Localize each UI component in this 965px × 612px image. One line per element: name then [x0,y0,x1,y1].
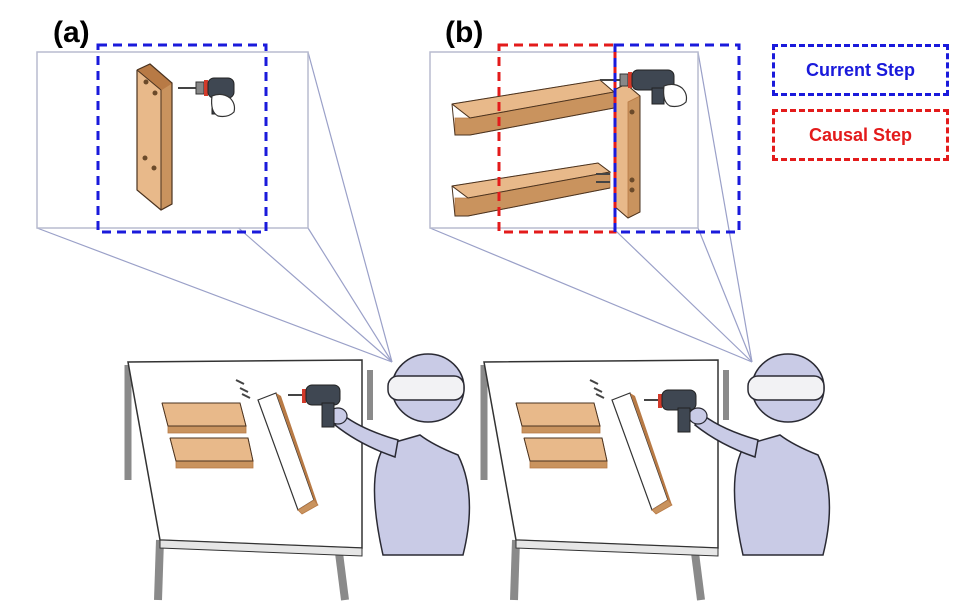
legend-causal-step: Causal Step [772,109,949,161]
screw-icon [596,173,610,183]
zoom-shelves-b [451,79,616,217]
panel-b [429,43,831,601]
vr-goggles-a [387,375,465,401]
board-on-table-a [257,392,319,515]
screw-icon [235,379,251,399]
zoom-plank-a [136,63,173,211]
drill-icon [644,389,697,433]
person-a [328,353,471,556]
legend-current-step: Current Step [772,44,949,96]
person-b [688,353,831,556]
planks-on-table-a [161,402,254,469]
causal-step-box-b [497,43,617,234]
vr-goggles-b [747,375,825,401]
drill-icon [600,69,675,105]
planks-on-table-b [515,402,608,469]
drill-icon [288,384,341,428]
current-step-box-b [613,43,741,234]
screw-icon [589,379,605,399]
hand-icon [211,93,236,118]
panel-a [36,43,471,601]
board-on-table-b [611,392,673,515]
panel-label-b: (b) [445,16,484,49]
legend-current-step-label: Current Step [805,59,915,80]
current-step-box-a [96,43,268,234]
zoom-upright-b [613,83,641,219]
panel-label-a: (a) [53,16,90,49]
legend-causal-step-label: Causal Step [808,124,913,145]
hand-icon [663,83,688,108]
